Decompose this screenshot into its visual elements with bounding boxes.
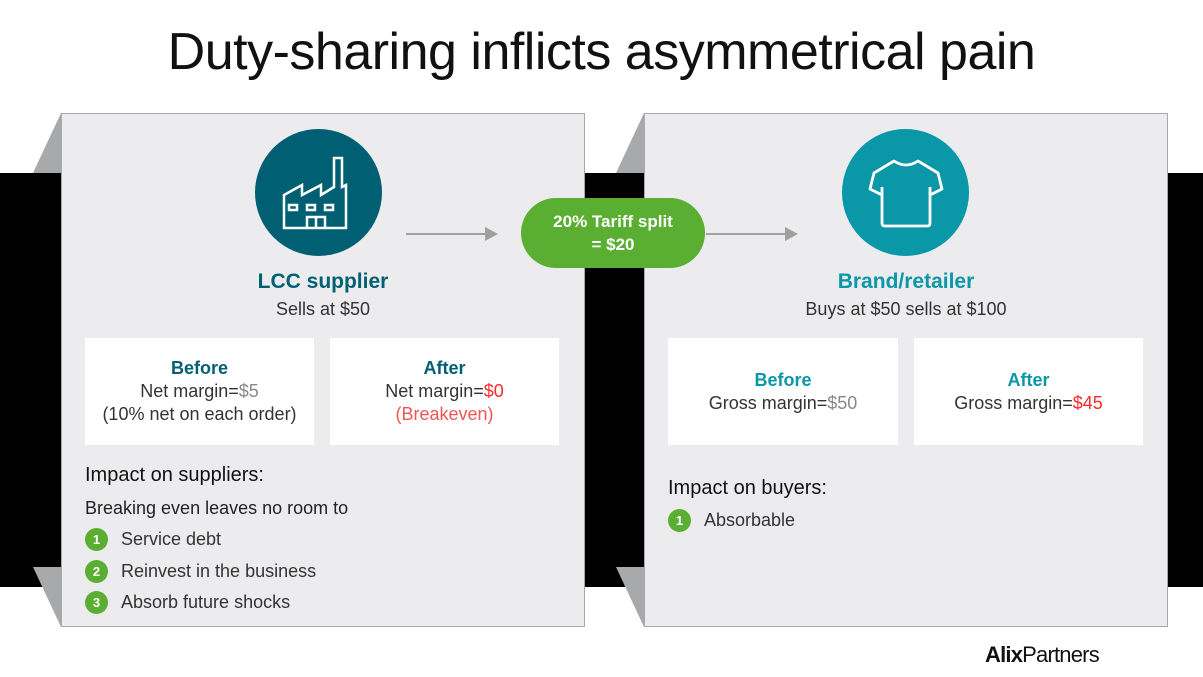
arrow-right-icon	[406, 227, 498, 241]
list-item-text: Service debt	[121, 529, 222, 549]
panel-fold	[33, 113, 61, 173]
list-item-text: Absorbable	[704, 510, 796, 530]
retailer-panel: Brand/retailer Buys at $50 sells at $100…	[644, 113, 1168, 627]
impact-title: Impact on suppliers:	[85, 464, 264, 486]
supplier-after-box: After Net margin=$0 (Breakeven)	[330, 338, 559, 445]
list-item-text: Absorb future shocks	[121, 592, 291, 612]
arrow-right-icon	[706, 227, 798, 241]
logo-regular: Partners	[1022, 642, 1100, 667]
retailer-before-box: Before Gross margin=$50	[668, 338, 898, 445]
after-heading: After	[1007, 369, 1050, 390]
logo-bold: Alix	[985, 642, 1023, 667]
tshirt-icon	[842, 129, 969, 256]
before-heading: Before	[170, 358, 228, 378]
margin-label: Net margin=	[140, 381, 239, 401]
margin-value: $50	[827, 392, 858, 413]
list-item-text: Reinvest in the business	[121, 561, 317, 581]
retailer-name: Brand/retailer	[837, 270, 975, 293]
company-logo: AlixPartners	[985, 642, 1100, 668]
margin-label: Gross margin=	[954, 392, 1073, 413]
number-badge: 2	[85, 560, 108, 583]
list-item: 3 Absorb future shocks	[85, 591, 290, 614]
panel-fold	[33, 567, 61, 627]
impact-title: Impact on buyers:	[668, 477, 827, 499]
retailer-after-box: After Gross margin=$45	[914, 338, 1143, 445]
number-badge: 1	[85, 528, 108, 551]
number-badge: 3	[85, 591, 108, 614]
supplier-panel: LCC supplier Sells at $50 Before Net mar…	[61, 113, 585, 627]
margin-value: $0	[483, 381, 504, 401]
panel-fold	[616, 567, 644, 627]
retailer-subtitle: Buys at $50 sells at $100	[805, 299, 1007, 319]
margin-label: Net margin=	[385, 381, 484, 401]
panel-fold	[616, 113, 644, 173]
list-item: 1 Absorbable	[668, 509, 795, 532]
margin-note: (Breakeven)	[395, 404, 494, 424]
slide-title: Duty-sharing inflicts asymmetrical pain	[167, 23, 1036, 81]
list-item: 2 Reinvest in the business	[85, 560, 316, 583]
after-heading: After	[423, 358, 466, 378]
list-item: 1 Service debt	[85, 528, 221, 551]
tariff-split-badge: 20% Tariff split = $20	[521, 198, 705, 268]
tariff-label: 20% Tariff split	[553, 212, 673, 231]
margin-value: $45	[1072, 392, 1103, 413]
supplier-name: LCC supplier	[257, 270, 389, 293]
number-badge: 1	[668, 509, 691, 532]
tariff-amount: = $20	[591, 235, 635, 254]
supplier-subtitle: Sells at $50	[275, 299, 371, 319]
before-heading: Before	[754, 369, 812, 390]
margin-value: $5	[238, 381, 259, 401]
margin-label: Gross margin=	[708, 392, 828, 413]
factory-icon	[255, 129, 382, 256]
margin-note: (10% net on each order)	[102, 404, 297, 424]
impact-lead: Breaking even leaves no room to	[85, 498, 349, 518]
supplier-before-box: Before Net margin=$5 (10% net on each or…	[85, 338, 314, 445]
